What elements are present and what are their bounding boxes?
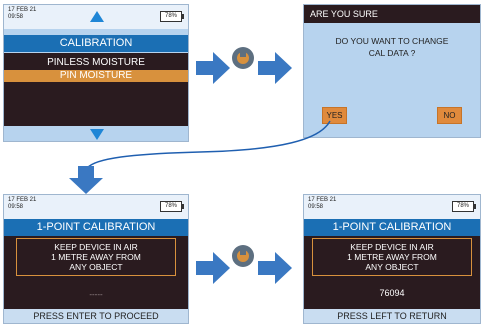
menu-list: PINLESS MOISTURE PIN MOISTURE — [4, 53, 188, 126]
calibration-menu-screen: 17 FEB 21 09:58 78% CALIBRATION PINLESS … — [3, 4, 189, 142]
date-time: 17 FEB 21 09:58 — [8, 197, 36, 211]
time-text: 09:58 — [8, 14, 24, 20]
instruction-line-1: KEEP DEVICE IN AIR — [54, 242, 138, 252]
footer-hint: PRESS LEFT TO RETURN — [304, 309, 480, 323]
date-text: 17 FEB 21 — [8, 7, 37, 13]
scroll-down-arrow-icon[interactable] — [90, 129, 104, 140]
flow-connector-line — [85, 120, 331, 171]
right-arrow-icon — [196, 52, 230, 84]
screen-title: 1-POINT CALIBRATION — [304, 219, 480, 236]
right-arrow-icon — [258, 52, 292, 84]
dialog-message-line-1: DO YOU WANT TO CHANGE — [335, 36, 449, 46]
power-knob-icon[interactable] — [232, 245, 254, 267]
footer-hint: PRESS ENTER TO PROCEED — [4, 309, 188, 323]
instruction-line-3: ANY OBJECT — [365, 262, 419, 272]
dialog-message-line-2: CAL DATA ? — [368, 48, 416, 58]
date-text: 17 FEB 21 — [308, 197, 337, 203]
time-text: 09:58 — [8, 204, 24, 210]
yes-button[interactable]: YES — [322, 107, 347, 124]
status-bar: 17 FEB 21 09:58 78% — [4, 195, 188, 219]
power-knob-icon[interactable] — [232, 47, 254, 69]
status-bar: 17 FEB 21 09:58 78% — [4, 5, 188, 29]
battery-icon: 78% — [452, 201, 476, 212]
instruction-line-2: 1 METRE AWAY FROM — [51, 252, 141, 262]
instruction-line-2: 1 METRE AWAY FROM — [347, 252, 437, 262]
right-arrow-icon — [196, 252, 230, 284]
content-area: KEEP DEVICE IN AIR 1 METRE AWAY FROM ANY… — [4, 236, 188, 311]
scroll-up-arrow-icon[interactable] — [90, 11, 104, 22]
content-area: KEEP DEVICE IN AIR 1 METRE AWAY FROM ANY… — [304, 236, 480, 311]
status-bar: 17 FEB 21 09:58 78% — [304, 195, 480, 219]
battery-icon: 78% — [160, 201, 184, 212]
reading-value: 76094 — [379, 288, 405, 298]
instruction-box: KEEP DEVICE IN AIR 1 METRE AWAY FROM ANY… — [16, 238, 176, 276]
battery-icon: 78% — [160, 11, 184, 22]
down-arrow-icon — [69, 166, 103, 194]
time-text: 09:58 — [308, 204, 324, 210]
one-point-calibration-screen: 17 FEB 21 09:58 78% 1-POINT CALIBRATION … — [3, 194, 189, 324]
confirm-dialog-screen: ARE YOU SURE DO YOU WANT TO CHANGE CAL D… — [303, 4, 481, 138]
menu-item-pin-moisture[interactable]: PIN MOISTURE — [4, 70, 188, 82]
no-button[interactable]: NO — [437, 107, 462, 124]
screen-title: 1-POINT CALIBRATION — [4, 219, 188, 236]
screen-title: CALIBRATION — [4, 35, 188, 52]
menu-item-pinless-moisture[interactable]: PINLESS MOISTURE — [47, 57, 145, 68]
instruction-line-1: KEEP DEVICE IN AIR — [350, 242, 434, 252]
instruction-line-3: ANY OBJECT — [69, 262, 123, 272]
reading-value: ----- — [89, 290, 103, 299]
date-time: 17 FEB 21 09:58 — [308, 197, 336, 211]
date-text: 17 FEB 21 — [8, 197, 37, 203]
date-time: 17 FEB 21 09:58 — [8, 7, 36, 21]
one-point-calibration-result-screen: 17 FEB 21 09:58 78% 1-POINT CALIBRATION … — [303, 194, 481, 324]
dialog-title: ARE YOU SURE — [304, 5, 480, 23]
right-arrow-icon — [258, 252, 292, 284]
instruction-box: KEEP DEVICE IN AIR 1 METRE AWAY FROM ANY… — [312, 238, 472, 276]
